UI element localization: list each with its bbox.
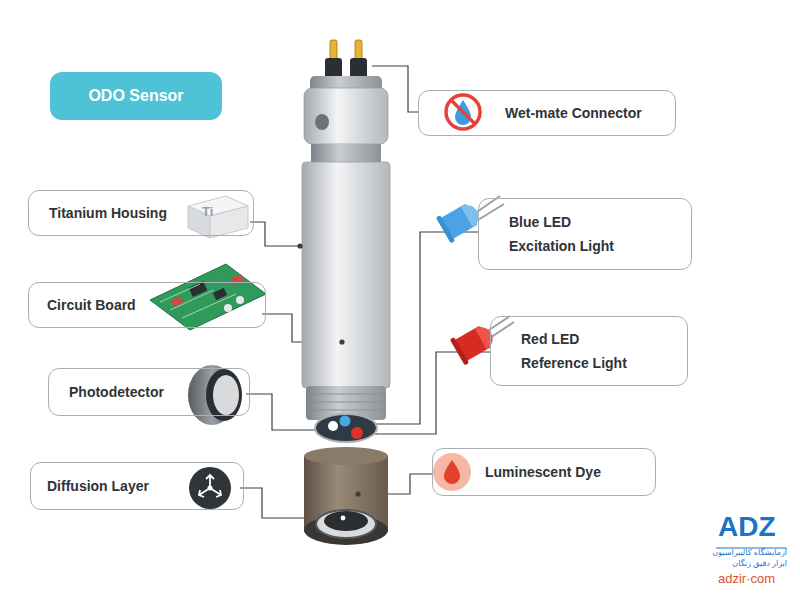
callout-box: Red LED Reference Light <box>490 316 688 386</box>
callout-box: Wet-mate Connector <box>418 90 676 136</box>
no-water-icon <box>446 95 480 129</box>
blue-led-icon <box>436 196 504 243</box>
callout-text: Luminescent Dye <box>485 460 645 484</box>
callout-box: Photodetector <box>48 368 250 416</box>
callout-text: Photodetector <box>69 380 239 404</box>
photodetector-icon <box>188 365 242 425</box>
title-pill: ODO Sensor <box>50 72 222 120</box>
logo-text: ADZ <box>718 512 776 543</box>
wet-mate-connector <box>325 40 367 80</box>
watermark-text: ابزار دقیق زنگان <box>732 560 787 569</box>
callout-box: Circuit Board <box>28 282 266 328</box>
icon-symbol: Ti <box>202 205 213 219</box>
luminescent-dye-icon <box>433 453 471 491</box>
titanium-housing <box>297 76 390 442</box>
callout-text: Circuit Board <box>47 293 255 317</box>
diffusion-layer-icon <box>189 467 231 509</box>
watermark-text: آزمایشگاه کالیبراسیون <box>712 549 787 558</box>
red-led-icon <box>450 316 514 365</box>
callout-box: Blue LED Excitation Light <box>478 198 692 270</box>
callout-text: Titanium Housing <box>49 201 243 225</box>
leader-lines <box>240 66 490 518</box>
callout-box: Diffusion Layer <box>30 462 244 510</box>
diagram-title: ODO Sensor <box>88 87 183 105</box>
callout-box: Titanium Housing <box>28 190 254 236</box>
callout-text: Diffusion Layer <box>47 474 233 498</box>
callout-box: Luminescent Dye <box>432 448 656 496</box>
callout-text: Blue LED Excitation Light <box>509 210 641 258</box>
titanium-block-icon <box>188 196 248 238</box>
circuit-board-icon <box>150 264 266 330</box>
sensor-cap <box>304 447 388 545</box>
watermark-url: adzir·com <box>718 572 775 586</box>
callout-text: Wet-mate Connector <box>505 101 665 125</box>
callout-text: Red LED Reference Light <box>521 327 647 375</box>
